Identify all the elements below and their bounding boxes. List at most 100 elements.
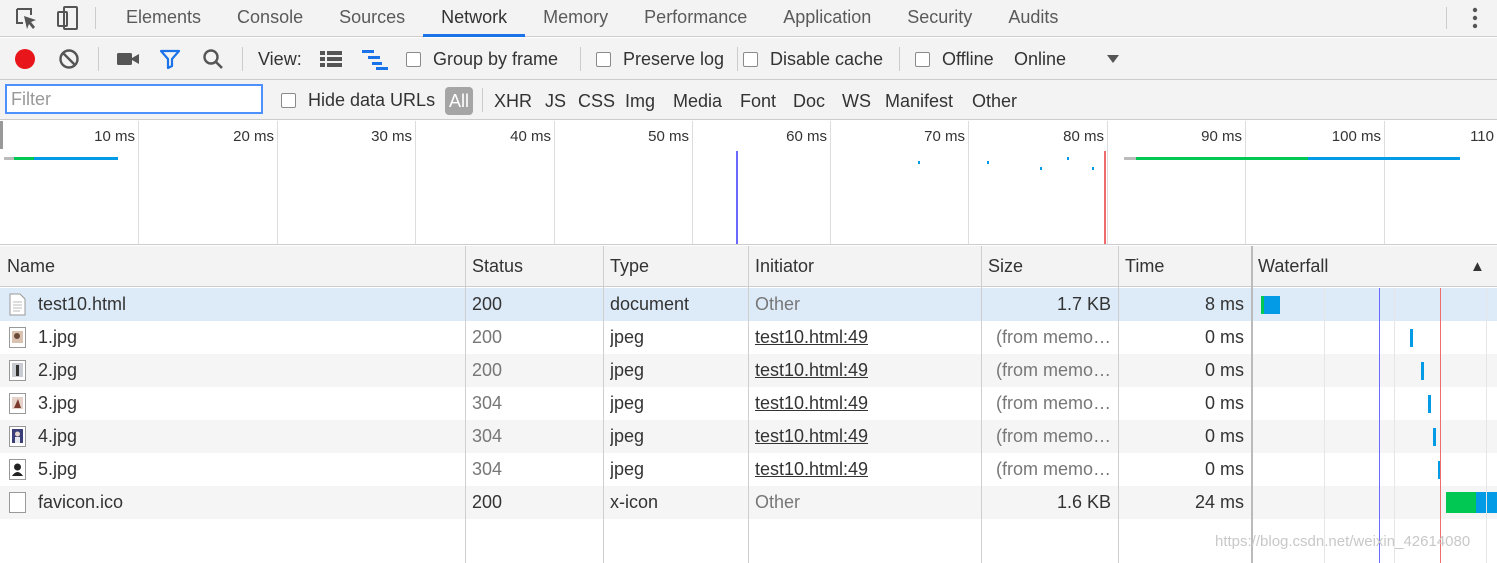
large-rows-button[interactable] xyxy=(319,38,343,80)
type-filter-all[interactable]: All xyxy=(445,87,474,115)
type-filter-ws[interactable]: WS xyxy=(842,91,871,111)
column-divider[interactable] xyxy=(748,246,749,563)
type-filter-css[interactable]: CSS xyxy=(578,91,616,111)
filter-separator xyxy=(482,88,483,112)
tick-label: 40 ms xyxy=(510,128,551,145)
tab-application[interactable]: Application xyxy=(783,7,872,27)
type-filter-font[interactable]: Font xyxy=(740,91,777,111)
overview-drag-handle[interactable] xyxy=(0,121,3,149)
table-row[interactable]: 1.jpg 200 jpeg test10.html:49 (from memo… xyxy=(0,321,1497,354)
preserve-log-checkbox[interactable]: Preserve log xyxy=(596,38,724,80)
clear-button[interactable] xyxy=(58,38,80,80)
throttling-select[interactable]: Online xyxy=(1014,38,1066,80)
type-filter-img[interactable]: Img xyxy=(625,91,656,111)
type-filter-xhr[interactable]: XHR xyxy=(494,91,533,111)
type-filter-media[interactable]: Media xyxy=(673,91,723,111)
network-overview-timeline[interactable]: 10 ms 20 ms 30 ms 40 ms 50 ms 60 ms 70 m… xyxy=(0,121,1497,245)
column-header-initiator[interactable]: Initiator xyxy=(755,256,815,276)
record-icon xyxy=(15,49,35,69)
group-by-frame-checkbox[interactable]: Group by frame xyxy=(406,38,558,80)
network-request-table: Name Status Type Initiator Size Time Wat… xyxy=(0,246,1497,563)
waterfall-gridline xyxy=(1486,288,1487,563)
type-filter-js[interactable]: JS xyxy=(545,91,567,111)
status-cell: 304 xyxy=(472,426,503,446)
column-header-status[interactable]: Status xyxy=(472,256,524,276)
sort-ascending-icon[interactable]: ▲ xyxy=(1470,258,1485,275)
column-header-waterfall[interactable]: Waterfall xyxy=(1258,256,1329,276)
table-row[interactable]: 5.jpg 304 jpeg test10.html:49 (from memo… xyxy=(0,453,1497,486)
column-divider[interactable] xyxy=(603,246,604,563)
type-cell: jpeg xyxy=(610,327,645,347)
toolbar-separator xyxy=(242,47,243,71)
search-button[interactable] xyxy=(202,38,224,80)
checkbox[interactable] xyxy=(281,92,296,108)
offline-checkbox[interactable]: Offline xyxy=(915,38,994,80)
column-header-size[interactable]: Size xyxy=(988,256,1024,276)
overview-request-tick xyxy=(1040,167,1042,170)
column-header-time[interactable]: Time xyxy=(1125,256,1165,276)
checkbox[interactable] xyxy=(406,51,421,67)
column-divider[interactable] xyxy=(981,246,982,563)
tick-label: 30 ms xyxy=(371,128,412,145)
type-cell: jpeg xyxy=(610,459,645,479)
checkbox[interactable] xyxy=(596,51,611,67)
hide-data-urls-label: Hide data URLs xyxy=(308,89,436,110)
throttling-dropdown-arrow[interactable] xyxy=(1107,38,1119,80)
tab-console[interactable]: Console xyxy=(237,7,304,27)
column-divider[interactable] xyxy=(1251,246,1253,563)
column-divider[interactable] xyxy=(1118,246,1119,563)
type-cell: x-icon xyxy=(610,492,659,512)
column-header-type[interactable]: Type xyxy=(610,256,650,276)
time-cell: 0 ms xyxy=(1204,459,1244,479)
size-cell: (from memo… xyxy=(995,360,1111,380)
gridline xyxy=(138,121,139,244)
name-cell: favicon.ico xyxy=(9,486,459,519)
type-filter-other[interactable]: Other xyxy=(972,91,1018,111)
overview-toggle-button[interactable] xyxy=(361,38,389,80)
table-row[interactable]: 3.jpg 304 jpeg test10.html:49 (from memo… xyxy=(0,387,1497,420)
type-filter-doc[interactable]: Doc xyxy=(793,91,826,111)
load-event-marker xyxy=(1104,151,1106,244)
tab-memory[interactable]: Memory xyxy=(543,7,609,27)
initiator-link[interactable]: test10.html:49 xyxy=(755,459,869,479)
initiator-link[interactable]: test10.html:49 xyxy=(755,360,869,380)
tab-security[interactable]: Security xyxy=(907,7,973,27)
tab-network[interactable]: Network xyxy=(423,0,526,37)
tab-sources[interactable]: Sources xyxy=(339,7,406,27)
initiator-link[interactable]: test10.html:49 xyxy=(755,327,869,347)
preserve-log-label: Preserve log xyxy=(623,48,725,69)
name-cell: 1.jpg xyxy=(9,321,459,354)
name-cell: 5.jpg xyxy=(9,453,459,486)
type-cell: document xyxy=(610,294,690,314)
disable-cache-label: Disable cache xyxy=(770,48,884,69)
waterfall-download-bar xyxy=(1433,428,1436,446)
device-toolbar-icon[interactable] xyxy=(54,4,82,32)
status-cell: 200 xyxy=(472,360,503,380)
name-cell: 4.jpg xyxy=(9,420,459,453)
filter-toggle-button[interactable] xyxy=(159,38,181,80)
tick-label: 60 ms xyxy=(786,128,827,145)
size-cell: (from memo… xyxy=(995,393,1111,413)
record-button[interactable] xyxy=(13,38,37,80)
gridline xyxy=(277,121,278,244)
inspect-element-icon[interactable] xyxy=(12,4,40,32)
column-header-name[interactable]: Name xyxy=(7,256,56,276)
tab-elements[interactable]: Elements xyxy=(126,7,202,27)
request-name: test10.html xyxy=(38,294,127,314)
checkbox[interactable] xyxy=(743,51,758,67)
checkbox[interactable] xyxy=(915,51,930,67)
column-divider[interactable] xyxy=(465,246,466,563)
initiator-link[interactable]: test10.html:49 xyxy=(755,426,869,446)
more-options-icon[interactable] xyxy=(1464,6,1486,30)
tab-performance[interactable]: Performance xyxy=(644,7,748,27)
disable-cache-checkbox[interactable]: Disable cache xyxy=(743,38,883,80)
initiator-link[interactable]: test10.html:49 xyxy=(755,393,869,413)
filter-input[interactable] xyxy=(5,84,263,114)
capture-screenshots-button[interactable] xyxy=(116,38,140,80)
tab-audits[interactable]: Audits xyxy=(1008,7,1059,27)
video-camera-icon xyxy=(117,53,139,65)
hide-data-urls-checkbox[interactable]: Hide data URLs xyxy=(281,80,435,120)
overview-queue-bar xyxy=(1124,157,1136,160)
size-cell: (from memo… xyxy=(995,327,1111,347)
type-filter-manifest[interactable]: Manifest xyxy=(885,91,954,111)
